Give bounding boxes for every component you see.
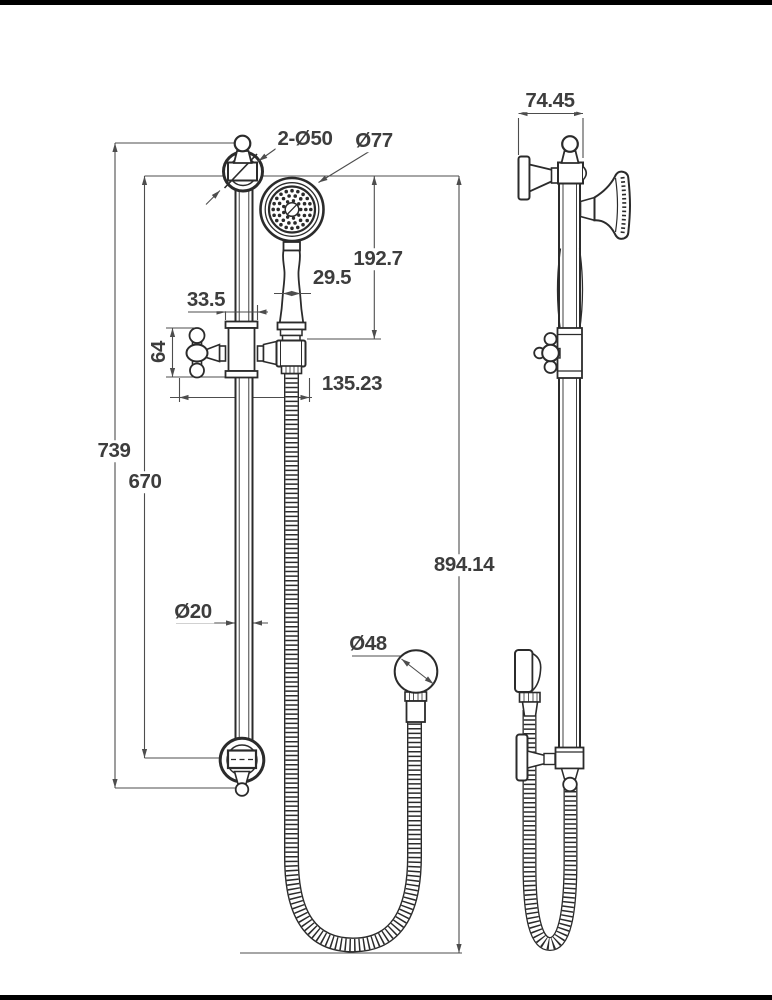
cross-handle-front xyxy=(185,327,209,379)
top-bracket-front xyxy=(222,134,264,193)
wall-elbow-side xyxy=(514,649,542,717)
dim-label-head-to-cradle: 192.7 xyxy=(351,247,405,271)
cross-handle-side xyxy=(533,332,560,374)
shower-handle-front xyxy=(276,241,307,344)
dim-label-rail-overall: 739 xyxy=(95,439,133,463)
dim-label-elbow-diameter: Ø48 xyxy=(347,632,389,656)
letterbox-bar-top xyxy=(0,0,772,5)
dim-label-wall-projection: 74.45 xyxy=(523,89,577,113)
hand-shower-front xyxy=(259,176,325,344)
handset-holder-front xyxy=(275,339,307,375)
side-view xyxy=(514,135,632,944)
dim-label-slider-width: 33.5 xyxy=(184,288,228,312)
slide-rail-side xyxy=(558,182,581,769)
shower-head-front xyxy=(259,176,325,243)
slider-assembly-front xyxy=(185,320,307,379)
dim-label-handle-width: 29.5 xyxy=(310,266,354,290)
wall-bracket-top-side xyxy=(517,135,588,201)
dim-label-overall-height: 894.14 xyxy=(431,553,497,577)
bottom-bracket-front xyxy=(218,736,266,797)
dim-label-hose-offset: 135.23 xyxy=(319,372,385,396)
dim-label-head-diameter: Ø77 xyxy=(353,129,395,153)
slider-assembly-side xyxy=(533,327,583,379)
dim-label-bracket-centres: 670 xyxy=(126,470,164,494)
shower-hose-front xyxy=(292,373,415,945)
bottom-bracket-side xyxy=(515,733,585,793)
slide-rail-front xyxy=(234,162,254,768)
dim-label-knob-height: 64 xyxy=(147,338,171,366)
dimension-overlays xyxy=(188,147,434,685)
shower-head-side xyxy=(593,170,632,240)
letterbox-bar-bottom xyxy=(0,995,772,1000)
dim-label-bracket-holes: 2-Ø50 xyxy=(275,127,335,151)
wall-elbow-front xyxy=(393,649,439,723)
hand-shower-side xyxy=(556,170,632,332)
dim-label-rail-diameter: Ø20 xyxy=(172,600,214,624)
dimension-lines xyxy=(112,110,584,954)
